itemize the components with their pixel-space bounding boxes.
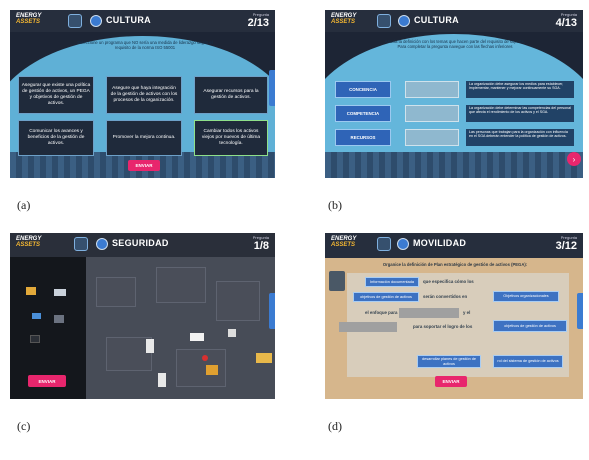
drop-slot[interactable] <box>405 105 459 122</box>
inventory-panel: ENVIAR <box>10 257 86 399</box>
question-label: Pregunta <box>252 235 269 240</box>
question-counter: 4/13 <box>555 17 577 29</box>
table-object[interactable] <box>256 353 272 363</box>
question-counter: 2/13 <box>247 17 269 29</box>
hazard-object[interactable] <box>202 355 208 361</box>
drop-slot[interactable] <box>405 129 459 146</box>
side-panel-tab[interactable] <box>269 70 275 106</box>
building <box>106 337 152 371</box>
category-icon <box>96 238 108 250</box>
answer-option-2[interactable]: Asegure que haya integración de la gesti… <box>106 76 182 114</box>
sentence-text-5: para soportar el logro de los <box>413 324 473 329</box>
crowd-background <box>325 152 583 178</box>
definition-3: Las personas que trabajan para la organi… <box>466 129 574 146</box>
answer-option-1[interactable]: Asegurar que existe una política de gest… <box>18 76 94 114</box>
category-icon <box>398 15 410 27</box>
question-label: Pregunta <box>560 12 577 17</box>
sentence-text-4: y el <box>463 310 471 315</box>
home-icon[interactable] <box>377 14 391 28</box>
crate-object[interactable] <box>206 365 218 375</box>
item-panel-icon[interactable] <box>54 315 64 323</box>
term-objetivos-organizacionales[interactable]: Objetivos organizacionales <box>493 291 559 302</box>
item-monitor-icon[interactable] <box>26 287 36 295</box>
drop-zone[interactable] <box>339 322 397 332</box>
caption-c: (c) <box>17 419 31 433</box>
term-desarrollar-planes[interactable]: desarrollar planes de gestión de activos <box>417 355 481 368</box>
question-instruction: Asocia la definición con los temas que h… <box>384 39 526 49</box>
item-device-icon[interactable] <box>32 313 41 319</box>
building <box>156 267 206 303</box>
side-panel-tab[interactable] <box>577 293 583 329</box>
submit-button[interactable]: ENVIAR <box>28 375 66 387</box>
question-label: Pregunta <box>560 235 577 240</box>
answer-option-3[interactable]: Asegurar recursos para la gestión de act… <box>194 76 268 114</box>
sentence-text-3: el enfoque para <box>365 310 398 315</box>
category-title: MOVILIDAD <box>413 238 467 248</box>
term-informacion-documentada[interactable]: Información documentada <box>365 277 419 287</box>
question-counter: 1/8 <box>253 240 269 252</box>
concept-recursos[interactable]: RECURSOS <box>335 129 391 146</box>
submit-button[interactable]: ENVIAR <box>435 376 467 387</box>
answer-option-4[interactable]: Comunicar los avances y beneficios de la… <box>18 120 94 156</box>
cabinet-object[interactable] <box>158 373 166 387</box>
item-laptop-icon[interactable] <box>54 289 66 296</box>
desk-object[interactable] <box>190 333 204 341</box>
category-icon <box>397 238 409 250</box>
building <box>176 349 226 387</box>
sentence-text-1: que especifica cómo los <box>423 279 474 284</box>
category-title: CULTURA <box>414 15 459 25</box>
cabinet-object[interactable] <box>146 339 154 353</box>
category-title: SEGURIDAD <box>112 238 169 248</box>
caption-a: (a) <box>17 198 31 212</box>
home-icon[interactable] <box>74 237 88 251</box>
drop-zone[interactable] <box>399 308 459 318</box>
building <box>96 277 136 307</box>
light-object[interactable] <box>228 329 236 337</box>
concept-competencia[interactable]: COMPETENCIA <box>335 105 391 122</box>
question-instruction: Seleccione un programa que NO sería una … <box>77 40 213 50</box>
term-objetivos-gestion-activos[interactable]: objetivos de gestión de activos <box>353 292 419 302</box>
answer-option-5[interactable]: Promover la mejora continua. <box>106 120 182 156</box>
city-scene <box>86 257 275 399</box>
building <box>216 281 260 321</box>
caption-d: (d) <box>328 419 342 433</box>
question-instruction: Organice la definición de Plan estratégi… <box>382 262 528 267</box>
sentence-text-2: serán convertidos en <box>423 294 468 299</box>
caption-b: (b) <box>328 198 342 212</box>
question-label: Pregunta <box>252 12 269 17</box>
side-panel-tab[interactable] <box>269 293 275 329</box>
answer-option-6[interactable]: Cambiar todos los activos viejos por nue… <box>194 120 268 156</box>
concept-conciencia[interactable]: CONCIENCIA <box>335 81 391 98</box>
definition-2: La organización debe determinar las comp… <box>466 105 574 122</box>
calculator-icon <box>329 271 345 291</box>
submit-button[interactable]: ENVIAR <box>128 160 160 171</box>
home-icon[interactable] <box>377 237 391 251</box>
category-title: CULTURA <box>106 15 151 25</box>
item-box-icon[interactable] <box>30 335 40 343</box>
question-counter: 3/12 <box>555 240 577 252</box>
category-icon <box>90 15 102 27</box>
term-rol-sistema[interactable]: rol del sistema de gestión de activos <box>493 355 563 368</box>
drop-slot[interactable] <box>405 81 459 98</box>
term-objetivos-gestion-activos-2[interactable]: objetivos de gestión de activos <box>493 320 567 332</box>
definition-1: La organización debe asegurar los medios… <box>466 81 574 98</box>
next-arrow-button[interactable]: › <box>567 152 581 166</box>
home-icon[interactable] <box>68 14 82 28</box>
